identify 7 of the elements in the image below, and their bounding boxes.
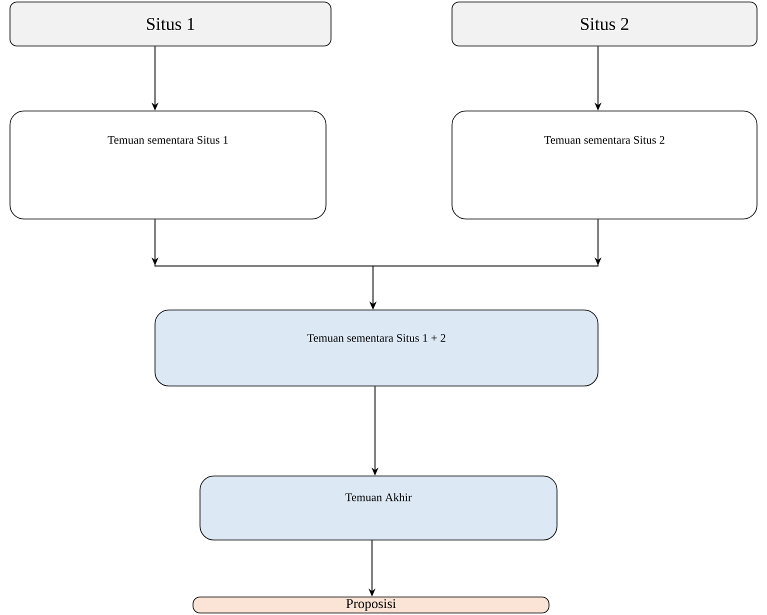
- findings-box: Temuan sementara Situs 2: [452, 110, 758, 220]
- proposition-box: Proposisi: [192, 596, 550, 614]
- findings-box: Temuan sementara Situs 1: [10, 110, 326, 220]
- findings-box: Temuan sementara Situs 1 + 2: [154, 310, 598, 386]
- site-box: Situs 1: [10, 2, 332, 46]
- site-box: Situs 2: [452, 2, 758, 46]
- findings-box: Temuan Akhir: [200, 476, 558, 540]
